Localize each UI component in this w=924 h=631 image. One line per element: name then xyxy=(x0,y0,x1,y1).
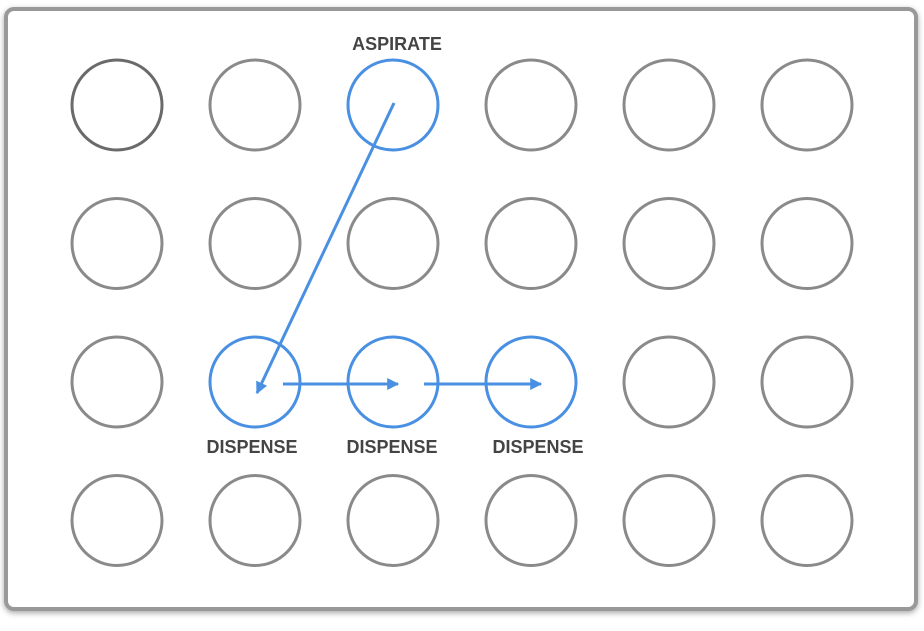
well-d6 xyxy=(760,474,854,567)
dispense-label-1: DISPENSE xyxy=(206,437,297,457)
well-c3 xyxy=(346,335,440,429)
well-c1 xyxy=(70,335,164,429)
well-a2 xyxy=(208,58,302,152)
well-grid xyxy=(70,58,854,567)
well-c5 xyxy=(622,335,716,429)
well-d3 xyxy=(346,474,440,567)
well-a4 xyxy=(484,58,578,152)
well-b6 xyxy=(760,197,854,290)
well-b3 xyxy=(346,197,440,290)
well-b5 xyxy=(622,197,716,290)
plate-outline xyxy=(4,7,918,611)
well-a5 xyxy=(622,58,716,152)
well-c4 xyxy=(484,335,578,429)
well-b1 xyxy=(70,197,164,290)
well-d5 xyxy=(622,474,716,567)
dispense-label-3: DISPENSE xyxy=(492,437,583,457)
well-d4 xyxy=(484,474,578,567)
dispense-label-2: DISPENSE xyxy=(346,437,437,457)
well-a6 xyxy=(760,58,854,152)
well-b2 xyxy=(208,197,302,290)
well-a1 xyxy=(70,58,164,152)
well-c2 xyxy=(208,335,302,429)
transfer-arrows xyxy=(255,102,543,395)
aspirate-label: ASPIRATE xyxy=(352,34,442,54)
aspirate-to-dispense-arrow xyxy=(255,102,396,395)
well-d1 xyxy=(70,474,164,567)
well-b4 xyxy=(484,197,578,290)
well-d2 xyxy=(208,474,302,567)
well-c6 xyxy=(760,335,854,429)
